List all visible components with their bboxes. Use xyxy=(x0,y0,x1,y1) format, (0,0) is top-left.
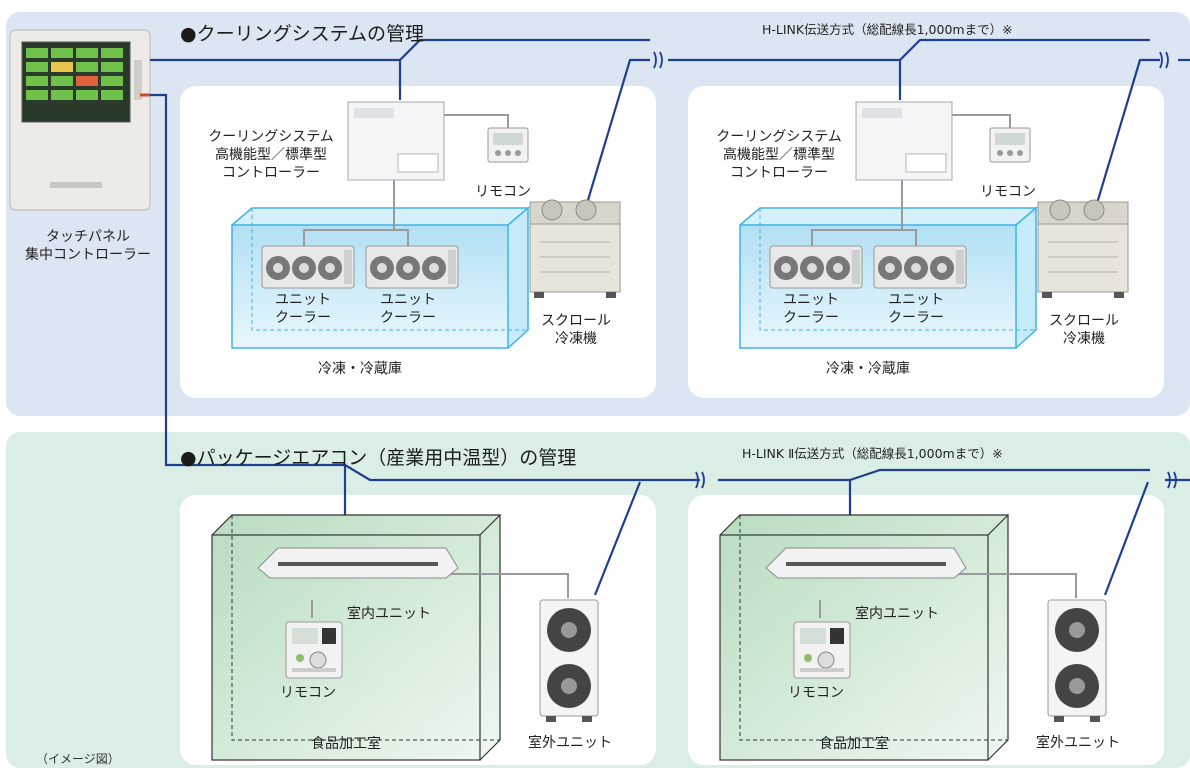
process-room-label-2: 食品加工室 xyxy=(819,736,889,752)
scroll-chiller-label-1-line2: 冷凍機 xyxy=(555,331,597,348)
image-note: （イメージ図） xyxy=(36,752,120,766)
scroll-chiller-1 xyxy=(529,199,621,299)
unit-cooler-label-1a-line2: クーラー xyxy=(275,310,331,327)
cooling-controller-label-2: クーリングシステム 高機能型／標準型 コントローラー xyxy=(704,128,854,183)
cooling-remote-label-2: リモコン xyxy=(980,184,1036,200)
scroll-chiller-label-2: スクロール 冷凍機 xyxy=(1042,312,1126,348)
unit-cooler-label-1b-line2: クーラー xyxy=(380,310,436,327)
cold-room-label-2: 冷凍・冷蔵庫 xyxy=(826,361,910,377)
h-link-label: H-LINK伝送方式（総配線長1,000mまで）※ xyxy=(762,22,1013,37)
unit-cooler-1b xyxy=(365,245,459,289)
cooling-controller-label-1-line2: 高機能型／標準型 xyxy=(215,147,327,164)
central-controller-line2: 集中コントローラー xyxy=(25,247,151,264)
outdoor-unit-2 xyxy=(1047,599,1107,723)
cooling-remote-1 xyxy=(487,127,529,163)
cooling-controller-2 xyxy=(855,101,953,181)
ceiling-indoor-unit-1 xyxy=(257,547,459,579)
touch-panel-controller xyxy=(9,29,151,211)
wall-remote-2 xyxy=(793,621,851,679)
indoor-unit-label-1: 室内ユニット xyxy=(347,606,431,622)
unit-cooler-label-1a: ユニット クーラー xyxy=(265,291,341,327)
central-controller-label: タッチパネル 集中コントローラー xyxy=(10,228,166,264)
cooling-controller-1 xyxy=(347,101,445,181)
scroll-chiller-label-1: スクロール 冷凍機 xyxy=(534,312,618,348)
wall-remote-1 xyxy=(285,621,343,679)
indoor-unit-label-2: 室内ユニット xyxy=(855,606,939,622)
unit-cooler-label-2a-line2: クーラー xyxy=(783,310,839,327)
outdoor-unit-1 xyxy=(539,599,599,723)
cold-room-label-1: 冷凍・冷蔵庫 xyxy=(318,361,402,377)
outdoor-unit-label-1: 室外ユニット xyxy=(528,735,612,751)
unit-cooler-label-2b-line1: ユニット xyxy=(888,292,944,308)
scroll-chiller-label-1-line1: スクロール xyxy=(541,313,611,329)
cooling-controller-label-2-line3: コントローラー xyxy=(730,165,828,182)
h-link-line-1 xyxy=(150,58,402,100)
unit-cooler-2b xyxy=(873,245,967,289)
scroll-chiller-label-2-line2: 冷凍機 xyxy=(1063,331,1105,348)
cooling-remote-label-1: リモコン xyxy=(475,184,531,200)
unit-cooler-2a xyxy=(769,245,863,289)
cooling-controller-label-1-line1: クーリングシステム xyxy=(208,129,334,145)
cooling-section-title: ●クーリングシステムの管理 xyxy=(180,23,425,45)
h-link-ii-line xyxy=(150,93,347,550)
cooling-controller-label-2-line1: クーリングシステム xyxy=(716,129,842,145)
h-link-ii-label: H-LINK Ⅱ伝送方式（総配線長1,000mまで）※ xyxy=(742,446,1003,461)
cooling-controller-label-2-line2: 高機能型／標準型 xyxy=(723,147,835,164)
unit-cooler-label-2a: ユニット クーラー xyxy=(773,291,849,327)
cooling-controller-label-1-line3: コントローラー xyxy=(222,165,320,182)
cooling-controller-label-1: クーリングシステム 高機能型／標準型 コントローラー xyxy=(196,128,346,183)
unit-cooler-label-2a-line1: ユニット xyxy=(783,292,839,308)
aircon-remote-label-1: リモコン xyxy=(280,685,336,701)
outdoor-unit-label-2: 室外ユニット xyxy=(1036,735,1120,751)
scroll-chiller-label-2-line1: スクロール xyxy=(1049,313,1119,329)
process-room-label-1: 食品加工室 xyxy=(311,736,381,752)
unit-cooler-label-1b-line1: ユニット xyxy=(380,292,436,308)
scroll-chiller-2 xyxy=(1037,199,1129,299)
ceiling-indoor-unit-2 xyxy=(765,547,967,579)
unit-cooler-label-1a-line1: ユニット xyxy=(275,292,331,308)
central-controller-line1: タッチパネル xyxy=(46,229,130,245)
aircon-section-title: ●パッケージエアコン（産業用中温型）の管理 xyxy=(180,447,577,469)
unit-cooler-1a xyxy=(261,245,355,289)
unit-cooler-label-2b-line2: クーラー xyxy=(888,310,944,327)
unit-cooler-label-2b: ユニット クーラー xyxy=(878,291,954,327)
aircon-remote-label-2: リモコン xyxy=(788,685,844,701)
h-link-line-2 xyxy=(399,38,650,61)
cooling-remote-2 xyxy=(989,127,1031,163)
unit-cooler-label-1b: ユニット クーラー xyxy=(370,291,446,327)
